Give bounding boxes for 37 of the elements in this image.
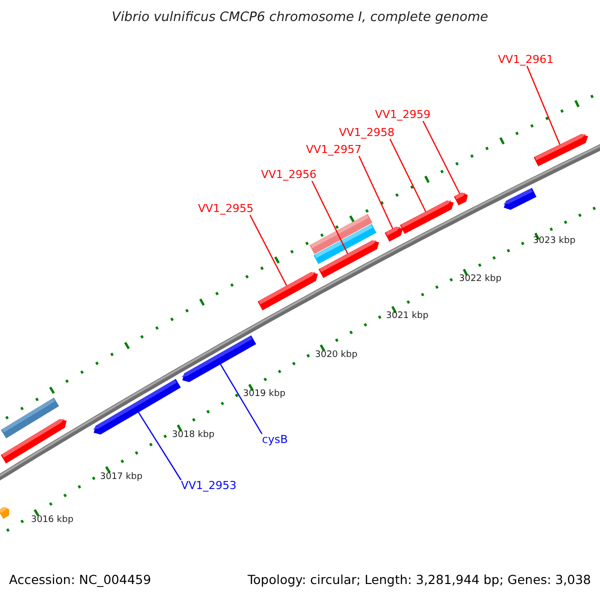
gene-bar [503, 188, 536, 210]
gene-bar [534, 134, 588, 166]
scale-label: 3023 kbp [533, 237, 576, 246]
gene-label: VV1_2956 [261, 169, 317, 180]
gene-label: VV1_2953 [181, 480, 237, 491]
gene-label: VV1_2957 [306, 144, 362, 155]
accession-text: Accession: NC_004459 [9, 574, 152, 586]
scale-label: 3018 kbp [172, 431, 214, 440]
gene-bar [384, 226, 403, 242]
leader-line [389, 138, 426, 212]
gene-bar [182, 335, 256, 382]
gene-bar [318, 240, 380, 278]
gene-bar [454, 192, 468, 206]
gene-label: VV1_2959 [375, 109, 431, 120]
gene-label: cysB [262, 434, 288, 445]
leader-line [249, 214, 288, 286]
gene-bar [400, 200, 454, 234]
leader-line [358, 156, 394, 229]
gene-bar [258, 272, 318, 310]
leader-line [311, 180, 348, 254]
title: Vibrio vulnificus CMCP6 chromosome I, complete genome [110, 11, 490, 24]
leader-line [526, 66, 560, 145]
scale-label: 3020 kbp [315, 351, 358, 360]
scale-label: 3022 kbp [459, 275, 502, 284]
leader-line [138, 412, 182, 480]
genome-info-text: Topology: circular; Length: 3,281,944 bp; Genes: 3,038 [248, 574, 591, 586]
leader-line [220, 364, 263, 434]
scale-label: 3019 kbp [243, 390, 286, 399]
scale-label: 3016 kbp [31, 516, 74, 525]
gene-label: VV1_2958 [339, 127, 395, 138]
scale-label: 3017 kbp [100, 473, 142, 482]
gene-label: VV1_2961 [498, 54, 554, 65]
gene-bar [0, 418, 67, 464]
gene-bar [0, 506, 10, 519]
scale-label: 3021 kbp [386, 312, 428, 321]
leader-line [422, 120, 460, 194]
gene-label: VV1_2955 [198, 203, 254, 214]
